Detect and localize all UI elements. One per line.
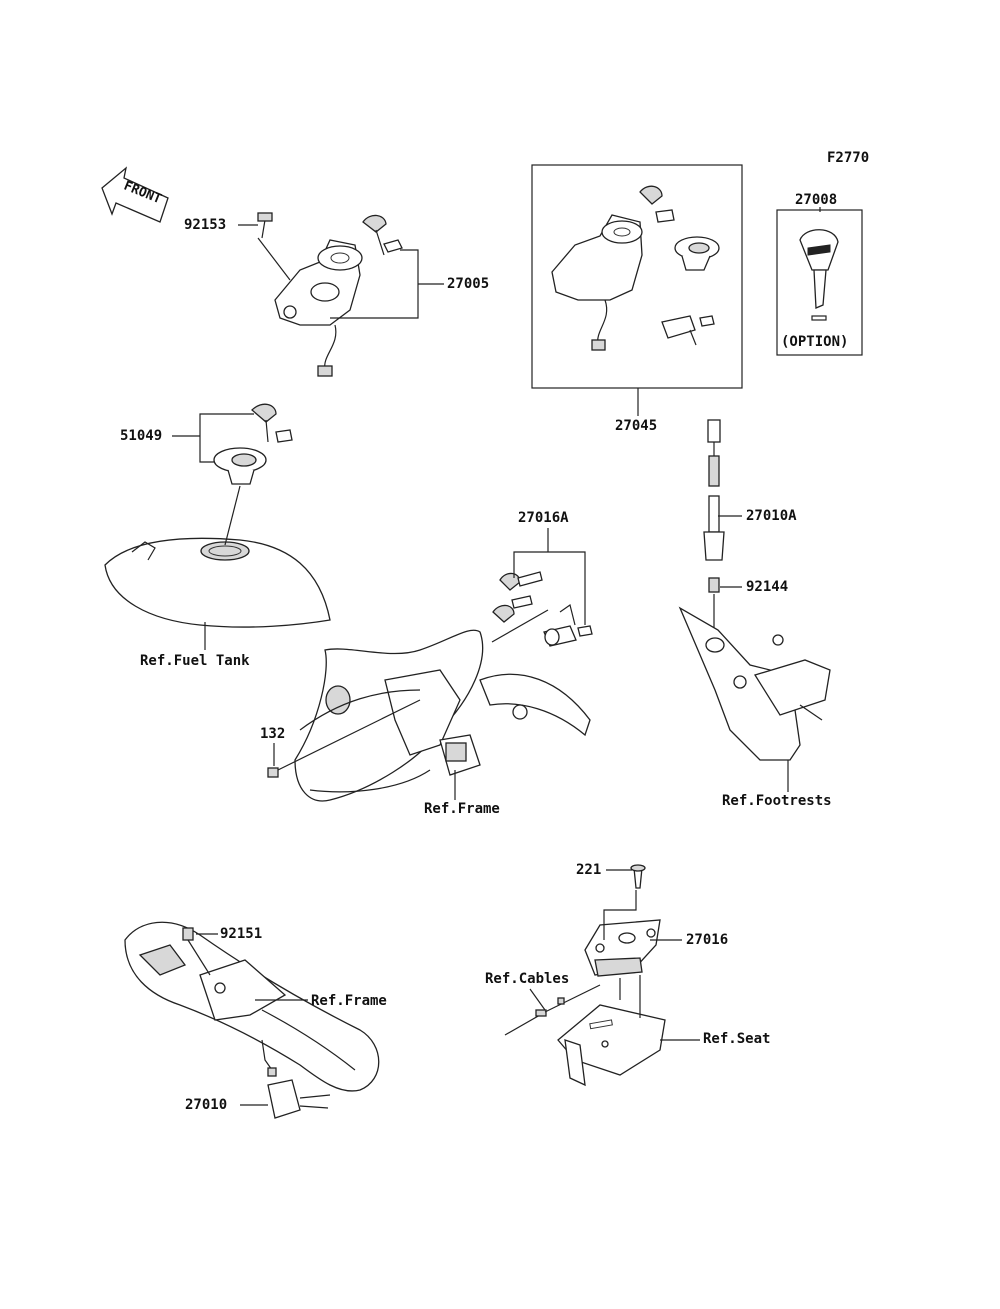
bolt-132 <box>267 767 279 778</box>
central-frame-section <box>294 629 591 802</box>
ignition-key-pair <box>362 214 403 256</box>
ref-cables: Ref.Cables <box>485 971 570 987</box>
callout-92151: 92151 <box>220 926 263 942</box>
ref-footrests: Ref.Footrests <box>722 793 832 809</box>
callout-27016A: 27016A <box>518 510 569 526</box>
leader-92153-b <box>257 237 291 281</box>
callout-92144: 92144 <box>746 579 789 595</box>
callout-option: (OPTION) <box>781 334 849 350</box>
ref-frame-lower: Ref.Frame <box>311 993 387 1009</box>
seat-lock-cable <box>504 984 601 1036</box>
key-blank-27008 <box>799 229 839 321</box>
callout-27045: 27045 <box>615 418 658 434</box>
leader-ref-cables <box>529 988 546 1011</box>
ref-frame-center: Ref.Frame <box>424 801 500 817</box>
seat-lock-27016 <box>584 864 661 977</box>
callout-27016: 27016 <box>686 932 729 948</box>
leader-27016A <box>513 551 586 625</box>
seat-lock-switch-27010A <box>703 419 725 593</box>
seat-lock-switch-27010 <box>267 1067 331 1119</box>
front-direction-arrow: FRONT <box>101 166 169 223</box>
leader-51049 <box>199 413 254 463</box>
leader-132-b <box>277 699 421 771</box>
callout-27010A: 27010A <box>746 508 797 524</box>
kit-27045-box <box>531 164 743 389</box>
ref-fuel-tank: Ref.Fuel Tank <box>140 653 250 669</box>
callout-132: 132 <box>260 726 286 742</box>
leader-221-bracket <box>603 890 637 940</box>
callout-27010: 27010 <box>185 1097 228 1113</box>
fuel-cap-and-keys <box>213 403 293 485</box>
footrest-bracket <box>678 606 831 761</box>
callout-221: 221 <box>576 862 602 878</box>
seat-plate <box>557 1004 666 1087</box>
seat-lock-key-set <box>492 571 593 647</box>
bolt-92153 <box>257 212 273 239</box>
callout-51049: 51049 <box>120 428 163 444</box>
leader-fuel-cap-to-tank <box>224 485 241 546</box>
fuel-tank-outline <box>104 537 331 650</box>
figure-code: F2770 <box>827 150 870 166</box>
kit-27045-parts <box>551 185 720 351</box>
callout-27008: 27008 <box>795 192 838 208</box>
bolt-92151 <box>182 927 211 976</box>
ignition-switch-assembly <box>274 239 363 377</box>
ref-seat: Ref.Seat <box>703 1031 771 1047</box>
callout-27005: 27005 <box>447 276 490 292</box>
callout-92153: 92153 <box>184 217 227 233</box>
leader-27016A-c <box>491 609 549 643</box>
lower-frame-section <box>124 921 380 1092</box>
